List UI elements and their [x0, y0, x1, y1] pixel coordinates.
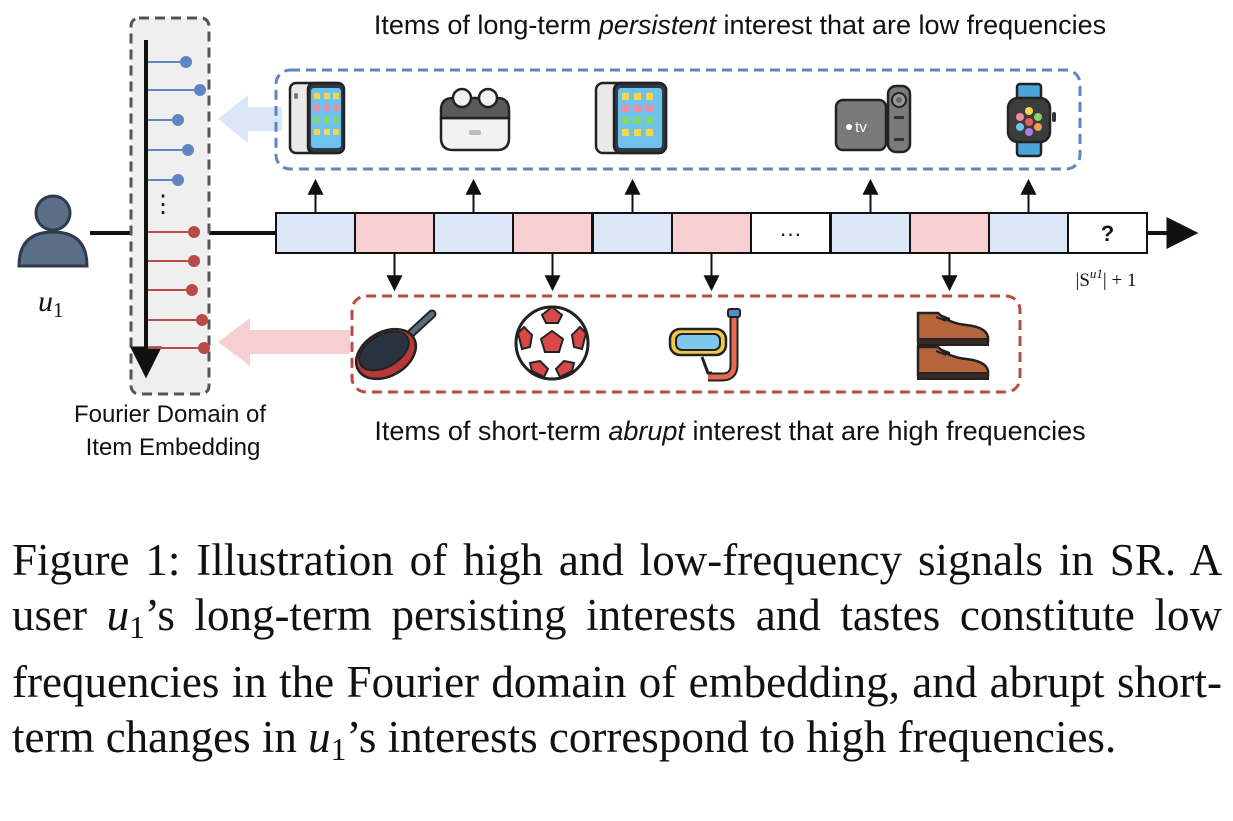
- next-index-label: |Su1| + 1: [1076, 266, 1137, 291]
- svg-text:tv: tv: [855, 119, 867, 136]
- sequence-cell-low-0: [275, 212, 356, 254]
- frequency-diagram: Items of long-term persistent interest t…: [17, 10, 1199, 461]
- sequence-cell-low-4: [592, 212, 673, 254]
- low-frequency-pointer: [218, 95, 282, 143]
- high-frequency-dot-4: [198, 342, 210, 354]
- fourier-label-line2: Item Embedding: [86, 434, 261, 461]
- low-frequency-items-frame: [274, 68, 1082, 171]
- high-frequency-dot-3: [196, 314, 208, 326]
- high-frequency-items-frame: [350, 294, 1022, 394]
- sequence-cell-gap-6: [750, 212, 831, 254]
- smartphone-icon: [288, 81, 346, 155]
- user-icon: [17, 194, 89, 268]
- fourier-label-line1: Fourier Domain of: [74, 401, 266, 428]
- user-label: u1: [38, 285, 64, 322]
- bottom-label: Items of short-term abrupt interest that…: [374, 416, 1085, 446]
- high-frequency-pointer: [218, 318, 350, 366]
- tablet-icon: [594, 81, 668, 155]
- soccer-ball-icon: [514, 305, 590, 381]
- low-frequency-dot-3: [182, 144, 194, 156]
- low-frequency-dot-2: [172, 114, 184, 126]
- connector-arrows: [307, 178, 1037, 292]
- smartwatch-icon: [1006, 82, 1056, 158]
- low-frequency-dot-0: [180, 56, 192, 68]
- frying-pan-icon: [354, 309, 437, 381]
- sequence-cell-low-7: [830, 212, 911, 254]
- low-frequency-dot-4: [172, 174, 184, 186]
- sequence-cell-next-10: [1067, 212, 1148, 254]
- earbuds-case-icon: [439, 87, 511, 152]
- spectrum-ellipsis: ⋮: [151, 191, 175, 218]
- sequence-cell-high-5: [671, 212, 752, 254]
- high-frequency-dot-0: [188, 226, 200, 238]
- low-frequency-dot-1: [194, 84, 206, 96]
- sequence-cell-text-10: ?: [1101, 221, 1114, 246]
- item-sequence: ···?: [275, 212, 1148, 254]
- fourier-spectrum-panel: ⋮: [129, 16, 211, 396]
- sequence-cell-high-1: [354, 212, 435, 254]
- sequence-cell-text-6: ···: [780, 221, 802, 246]
- high-frequency-dot-1: [188, 255, 200, 267]
- sequence-cell-high-3: [512, 212, 593, 254]
- sequence-cell-low-9: [988, 212, 1069, 254]
- sequence-cell-low-2: [433, 212, 514, 254]
- spectrum-stems: [148, 56, 210, 354]
- tv-box-icon: tv: [834, 84, 912, 154]
- figure-caption: Figure 1: Illustration of high and low-f…: [12, 535, 1222, 767]
- shoes-icon: [916, 311, 990, 380]
- snorkel-mask-icon: [668, 308, 741, 382]
- high-frequency-dot-2: [186, 284, 198, 296]
- sequence-cell-high-8: [909, 212, 990, 254]
- top-label: Items of long-term persistent interest t…: [374, 10, 1106, 40]
